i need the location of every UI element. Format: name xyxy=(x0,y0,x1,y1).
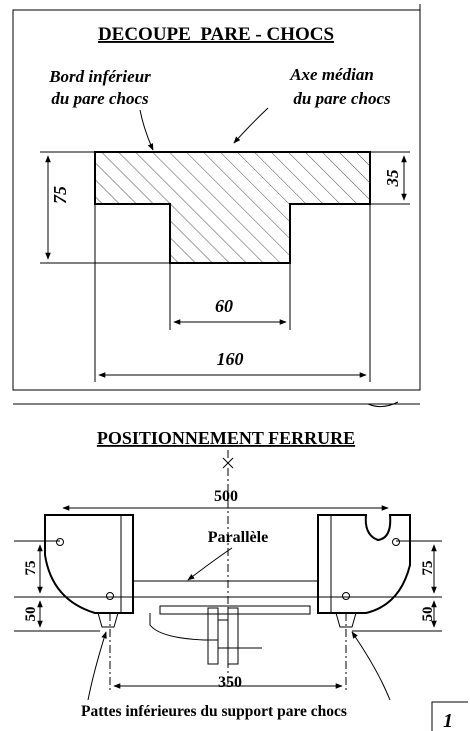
left-tab-leader xyxy=(87,631,107,701)
bottom-width-dimension-value: 350 xyxy=(218,674,242,691)
positioning-title: POSITIONNEMENT FERRURE xyxy=(97,428,355,448)
top-width-dimension-value: 500 xyxy=(214,488,238,505)
total-width-dimension-value: 160 xyxy=(217,349,244,369)
page-number-box xyxy=(431,701,468,731)
right-bracket-hole-bottom xyxy=(342,592,350,600)
side-height-dimension-value: 35 xyxy=(383,169,402,188)
right-bracket-hole-top xyxy=(392,538,400,546)
tabs-caption: Pattes inférieures du support pare chocs xyxy=(81,703,347,720)
right-lower-dimension-value: 50 xyxy=(420,607,436,622)
left-lower-tab xyxy=(97,612,119,628)
lower-edge-label-line1: Bord inférieur xyxy=(48,67,151,86)
right-tab-leader xyxy=(351,631,391,701)
bumper-cutout-profile xyxy=(94,151,371,264)
right-upper-dimension-value: 75 xyxy=(420,561,436,576)
left-bracket-hole-top xyxy=(56,538,64,546)
fold-mark xyxy=(367,401,399,408)
page-number: 1 xyxy=(443,710,453,731)
center-axis-label-line2: du pare chocs xyxy=(293,89,391,108)
lower-edge-leader xyxy=(139,109,154,151)
height-dimension-value: 75 xyxy=(50,186,70,204)
center-axis-leader xyxy=(233,107,269,144)
left-bracket-hole-bottom xyxy=(106,592,114,600)
top-panel: DECOUPE PARE - CHOCS Bord inférieur du p… xyxy=(12,4,421,408)
tab-width-dimension-value: 60 xyxy=(215,296,233,316)
left-lower-dimension-value: 50 xyxy=(23,607,39,622)
parallel-label: Parallèle xyxy=(208,529,268,546)
parallel-leader xyxy=(187,547,233,581)
right-lower-tab xyxy=(335,612,357,628)
left-bracket xyxy=(44,514,134,614)
cutout-title: DECOUPE PARE - CHOCS xyxy=(98,24,334,45)
center-axis-marker xyxy=(222,450,234,469)
right-bracket xyxy=(317,514,411,614)
center-mount xyxy=(149,605,311,665)
lower-edge-label-line2: du pare chocs xyxy=(51,89,149,108)
mounting-bar xyxy=(132,580,319,598)
center-axis-label-line1: Axe médian xyxy=(289,65,374,84)
bottom-panel: POSITIONNEMENT FERRURE 500 Parallèle xyxy=(13,403,468,731)
left-upper-dimension-value: 75 xyxy=(23,561,39,576)
